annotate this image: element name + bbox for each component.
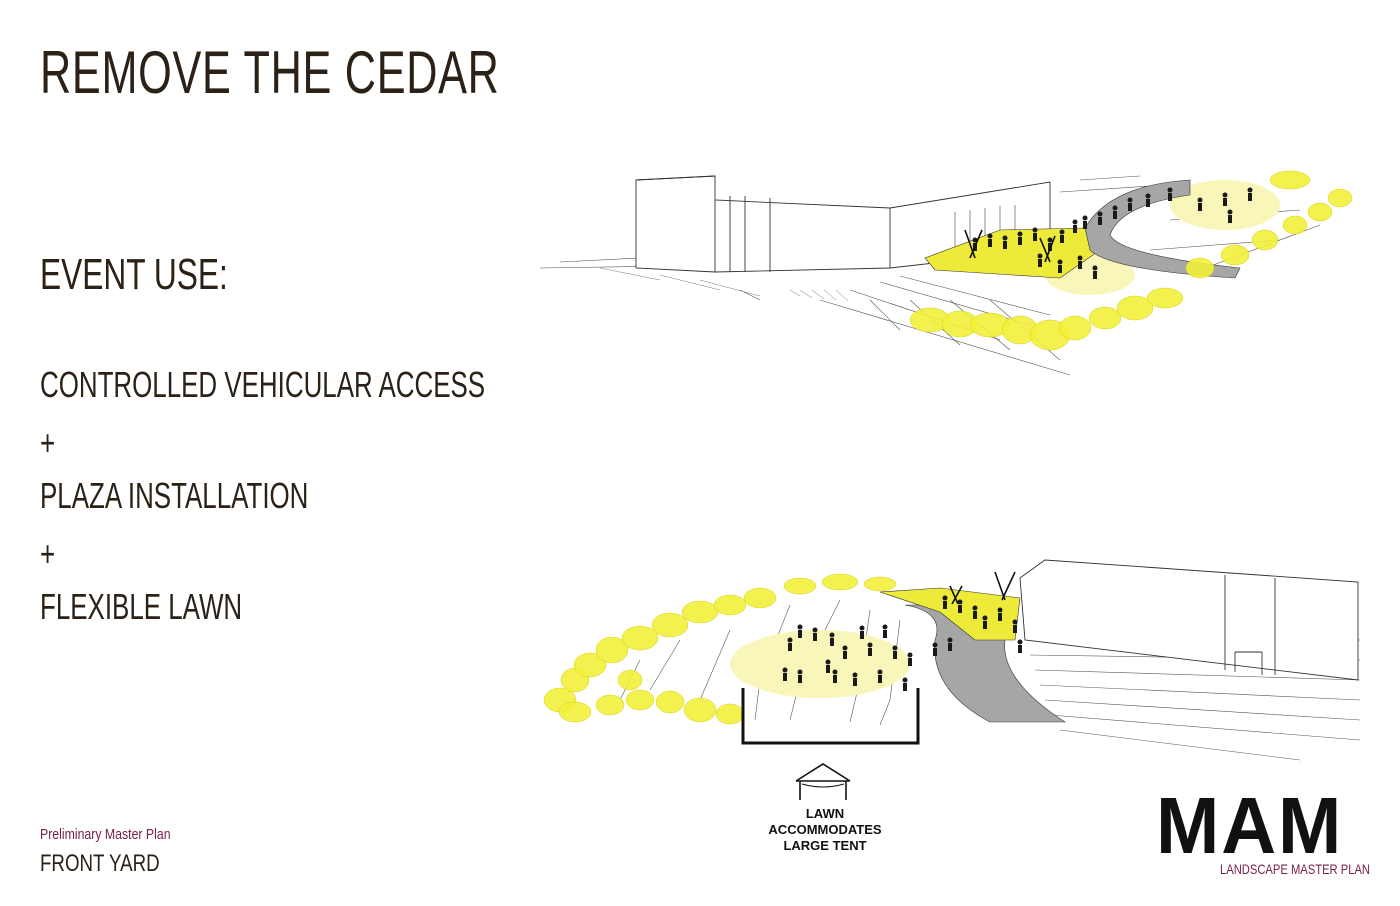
footer-subtitle: Preliminary Master Plan xyxy=(40,826,171,843)
plus-symbol: + xyxy=(40,533,56,574)
tent-label: LAWN ACCOMMODATES LARGE TENT xyxy=(750,806,900,854)
feature-plaza-installation: PLAZA INSTALLATION xyxy=(40,475,309,516)
feature-flexible-lawn: FLEXIBLE LAWN xyxy=(40,586,243,627)
footer-title: FRONT YARD xyxy=(40,850,160,877)
bottom-site-diagram xyxy=(543,559,1361,761)
tent-label-line: LAWN xyxy=(805,806,845,821)
logo-subtitle: LANDSCAPE MASTER PLAN xyxy=(1220,861,1370,877)
tent-label-line: ACCOMMODATES xyxy=(768,822,882,837)
event-use-heading: EVENT USE: xyxy=(40,250,228,299)
tent-label-line: LARGE TENT xyxy=(783,838,867,853)
mam-logo: MAM xyxy=(1156,781,1344,870)
tent-icon xyxy=(795,763,851,800)
plus-symbol: + xyxy=(40,422,56,463)
feature-vehicular-access: CONTROLLED VEHICULAR ACCESS xyxy=(40,364,486,405)
top-site-diagram xyxy=(539,170,1353,376)
page-title: REMOVE THE CEDAR xyxy=(40,39,500,106)
